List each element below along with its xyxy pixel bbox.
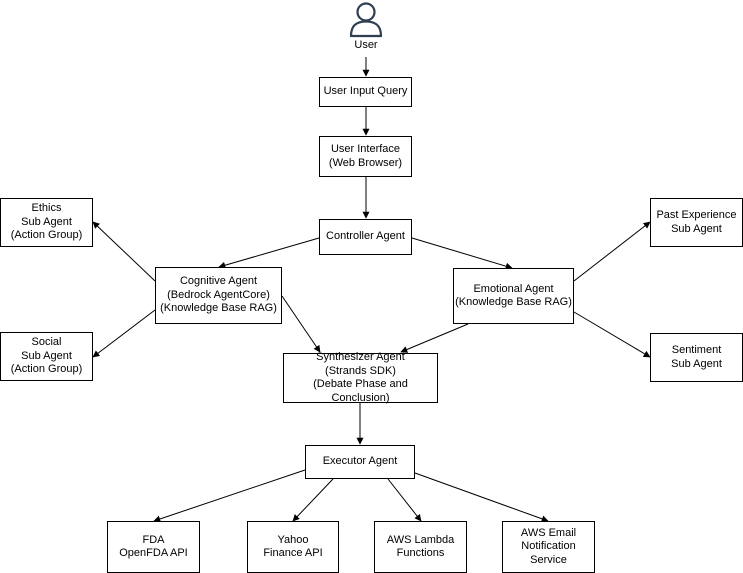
node-label-line: FDA [142,533,165,546]
controller-agent-box: Controller Agent [319,219,412,255]
node-label-line: Social [31,336,62,349]
edge-executor-to-lambda [387,478,422,522]
node-label-line: Synthesizer Agent [316,351,405,363]
edge-cognitive-to-synth [281,295,321,353]
edge-emotional-to-synth [400,323,469,353]
cognitive-agent-box: Cognitive Agent(Bedrock AgentCore)(Knowl… [155,267,282,324]
edge-executor-to-email [414,472,549,523]
node-label-line: Sentiment [671,344,722,356]
node-label-line: (Debate Phase and Conclusion) [313,378,408,404]
node-label-line: (Action Group) [10,363,83,376]
edge-emotional-to-past [573,221,651,282]
edge-cognitive-to-social [92,309,156,358]
node-label-line: (Strands SDK) [325,364,396,377]
node-label-line: Ethics [31,202,62,215]
edge-controller-to-cognitive [218,237,320,269]
node-label-line: Yahoo [277,533,309,546]
synthesizer-agent-box: Synthesizer Agent(Strands SDK)(Debate Ph… [283,351,438,404]
user-interface-box: User Interface(Web Browser) [319,136,412,177]
node-label-line: (Web Browser) [328,156,403,169]
executor-agent-box: Executor Agent [305,445,415,479]
node-label-line: OpenFDA API [119,547,188,559]
edge-executor-to-fda [153,469,306,523]
node-label-line: Controller Agent [326,230,405,243]
edge-controller-to-emotional [411,237,513,270]
node-label-line: User Interface [330,143,401,155]
node-label-line: AWS Lambda [386,533,455,546]
user-input-query-box: User Input Query [319,77,412,107]
node-label-line: AWS Email [520,526,577,539]
node-label-line: Past Experience [656,209,737,221]
edge-cognitive-to-ethics [92,221,156,282]
node-label-line: (Knowledge Base RAG) [160,302,277,315]
node-label-line: Emotional Agent [473,282,554,295]
user-label: User [354,39,378,51]
node-label-line: (Bedrock AgentCore) [167,288,270,301]
node-label-line: Notification [521,540,576,553]
emotional-agent-box: Emotional Agent(Knowledge Base RAG) [453,268,574,324]
node-label-line: Cognitive Agent [179,275,258,288]
user-icon [349,2,383,38]
node-label-line: Finance API [263,547,323,559]
node-label-line: Service [530,553,567,566]
node-label-line: (Knowledge Base RAG) [455,296,572,308]
node-label-line: Sub Agent [21,215,72,228]
node-label-line: Sub Agent [21,349,72,362]
node-label-line: Executor Agent [322,455,398,468]
node-label-line: Functions [396,547,445,559]
edge-emotional-to-sentiment [573,311,651,358]
node-label-line: Sub Agent [671,357,722,370]
node-label-line: User Input Query [323,85,408,98]
node-label-line: Sub Agent [671,222,722,235]
node-label-line: (Action Group) [10,229,83,242]
edge-executor-to-yahoo [292,478,334,522]
